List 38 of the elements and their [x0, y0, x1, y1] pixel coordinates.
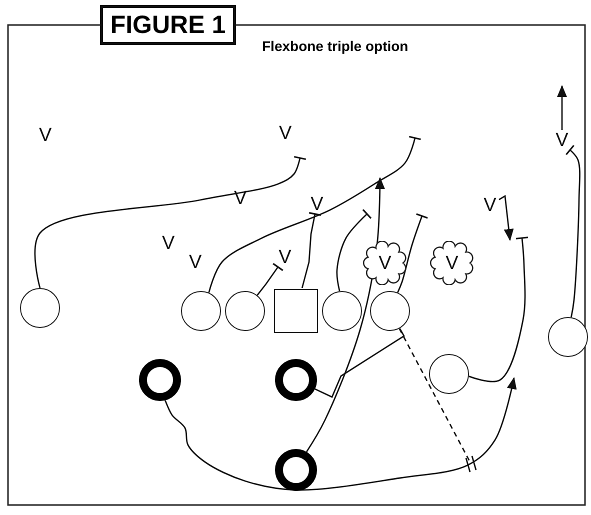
player-circle	[548, 317, 588, 357]
block-line	[468, 236, 529, 382]
defender-letter: V	[482, 196, 498, 214]
player-square	[274, 289, 318, 333]
block-line	[34, 156, 307, 288]
defender-letter: V	[310, 195, 324, 213]
pitch-line	[398, 328, 471, 462]
block-line	[208, 136, 422, 293]
route-arrow	[557, 85, 567, 130]
player-circle	[20, 288, 60, 328]
defender-letter: V	[189, 253, 202, 272]
route-arrow	[498, 194, 514, 241]
back-circle	[139, 359, 181, 401]
defender-letter: V	[378, 254, 392, 272]
back-circle	[275, 359, 317, 401]
player-circle	[370, 291, 410, 331]
defender-letter: V	[555, 131, 569, 149]
player-circle	[429, 354, 469, 394]
block-line	[397, 213, 428, 293]
figure-label: FIGURE 1	[100, 5, 236, 45]
defender-letter: V	[279, 124, 292, 143]
defender-letter: V	[446, 254, 458, 272]
defender-cloud	[362, 241, 408, 285]
player-circle	[181, 291, 221, 331]
defender-letter: V	[39, 126, 52, 145]
block-line	[565, 144, 580, 318]
back-circle	[275, 449, 317, 491]
defender-cloud	[429, 241, 475, 285]
block-line	[336, 208, 372, 292]
block-line	[256, 262, 284, 296]
player-circle	[225, 291, 265, 331]
defender-letter: V	[162, 234, 175, 253]
defender-letter: V	[278, 248, 292, 266]
route-line	[314, 328, 405, 398]
route-arrow	[164, 377, 517, 491]
block-line	[301, 212, 322, 288]
diagram-title: Flexbone triple option	[262, 38, 408, 54]
player-circle	[322, 291, 362, 331]
